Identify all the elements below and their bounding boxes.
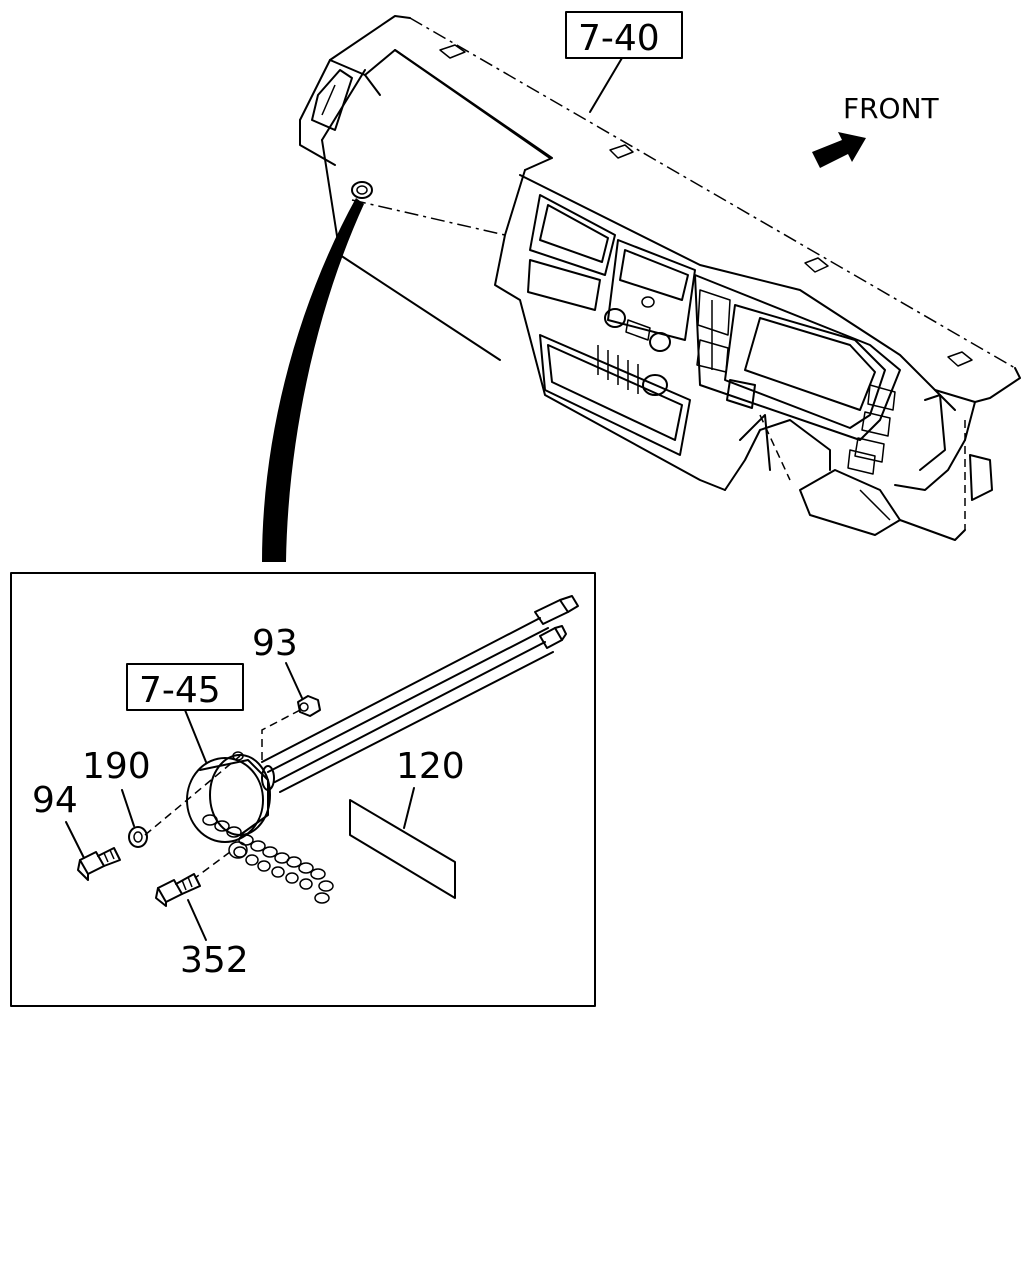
callout-chain-bolt: 352 <box>180 940 249 981</box>
callout-washer: 190 <box>82 746 151 787</box>
ref-box-cable: 7-45 <box>126 663 244 763</box>
ref-box-dashboard: 7-40 <box>565 11 683 113</box>
detail-assembly <box>77 595 579 907</box>
washer-icon <box>128 826 148 848</box>
chain <box>202 814 334 904</box>
front-indicator: FRONT <box>812 92 940 168</box>
bolt-icon <box>77 847 121 881</box>
detail-leader <box>262 198 364 562</box>
ref-label-cable: 7-45 <box>139 670 221 711</box>
callout-label: 120 <box>396 746 465 787</box>
label-plate <box>349 799 456 899</box>
detail-box <box>10 572 596 1007</box>
callout-nut: 93 <box>252 623 298 664</box>
nut-icon <box>297 695 321 717</box>
front-label: FRONT <box>843 92 940 125</box>
callout-bolt: 94 <box>32 780 78 821</box>
ref-label-dashboard: 7-40 <box>578 18 660 59</box>
front-arrow-icon <box>812 132 866 168</box>
chain-bolt-icon <box>155 873 201 907</box>
dashboard-drawing <box>299 15 1021 541</box>
